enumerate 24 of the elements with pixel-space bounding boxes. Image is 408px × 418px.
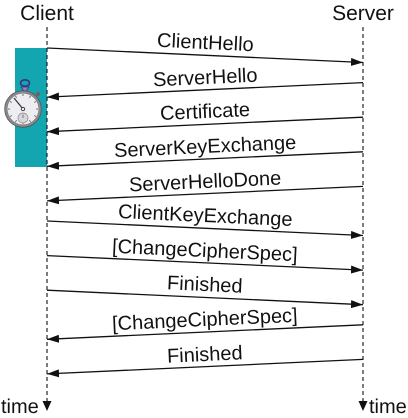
edge-label: [ChangeCipherSpec] bbox=[112, 236, 298, 266]
message-arrow bbox=[46, 186, 364, 204]
edge-label: Finished bbox=[166, 342, 244, 366]
message-arrow bbox=[46, 151, 364, 170]
message-arrow bbox=[46, 358, 364, 378]
edge-label: ServerKeyExchange bbox=[114, 132, 297, 162]
participant-label: Server bbox=[332, 3, 394, 25]
message-arrow bbox=[46, 82, 364, 101]
message-arrow bbox=[46, 290, 364, 308]
participant-label: Client bbox=[20, 3, 74, 25]
message-arrow bbox=[46, 324, 364, 343]
edge-label: Finished bbox=[166, 274, 244, 298]
axis-label: time bbox=[1, 397, 39, 417]
edge-label: [ChangeCipherSpec] bbox=[112, 306, 298, 334]
edge-label: Certificate bbox=[160, 100, 250, 124]
edge-label: ClientKeyExchange bbox=[117, 202, 292, 230]
message-arrow bbox=[46, 116, 364, 136]
edge-label: ClientHello bbox=[156, 31, 254, 56]
message-arrow bbox=[46, 254, 364, 274]
message-arrow bbox=[46, 47, 364, 66]
axis-label: time bbox=[369, 397, 407, 417]
edge-label: ServerHello bbox=[152, 65, 258, 90]
message-arrow bbox=[46, 220, 364, 239]
edge-label: ServerHelloDone bbox=[128, 168, 282, 196]
